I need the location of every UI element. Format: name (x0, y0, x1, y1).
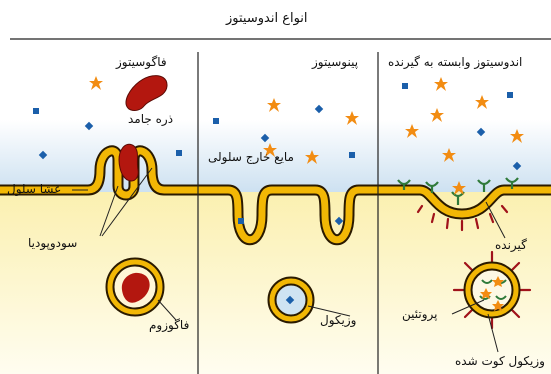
pinocytic-vesicle (272, 281, 310, 319)
label-coated-vesicle: وزیکول کوت شده (455, 354, 545, 368)
label-protein: پروتئین (402, 307, 437, 321)
label-solid-particle: ذره جامد (128, 112, 173, 126)
solid-particle (126, 76, 167, 111)
label-extracellular-fluid: مایع خارج سلولی (208, 150, 294, 164)
diagram-title: انواع اندوسیتوز (226, 11, 308, 26)
phagosome (110, 262, 160, 312)
coated-vesicle (454, 252, 530, 328)
label-receptor: گیرنده (495, 238, 527, 252)
section-phagocytosis: فاگوسیتوز (116, 55, 167, 69)
label-pseudopodia: سودوپودیا (28, 236, 77, 250)
label-cell-membrane: غشا سلول (7, 182, 60, 196)
label-vesicle: وزیکول (320, 313, 356, 327)
section-pinocytosis: پینوسیتوز (312, 55, 358, 69)
section-receptor-mediated: اندوسیتوز وابسته به گیرنده (388, 55, 522, 69)
label-phagosome: فاگوزوم (149, 318, 189, 332)
